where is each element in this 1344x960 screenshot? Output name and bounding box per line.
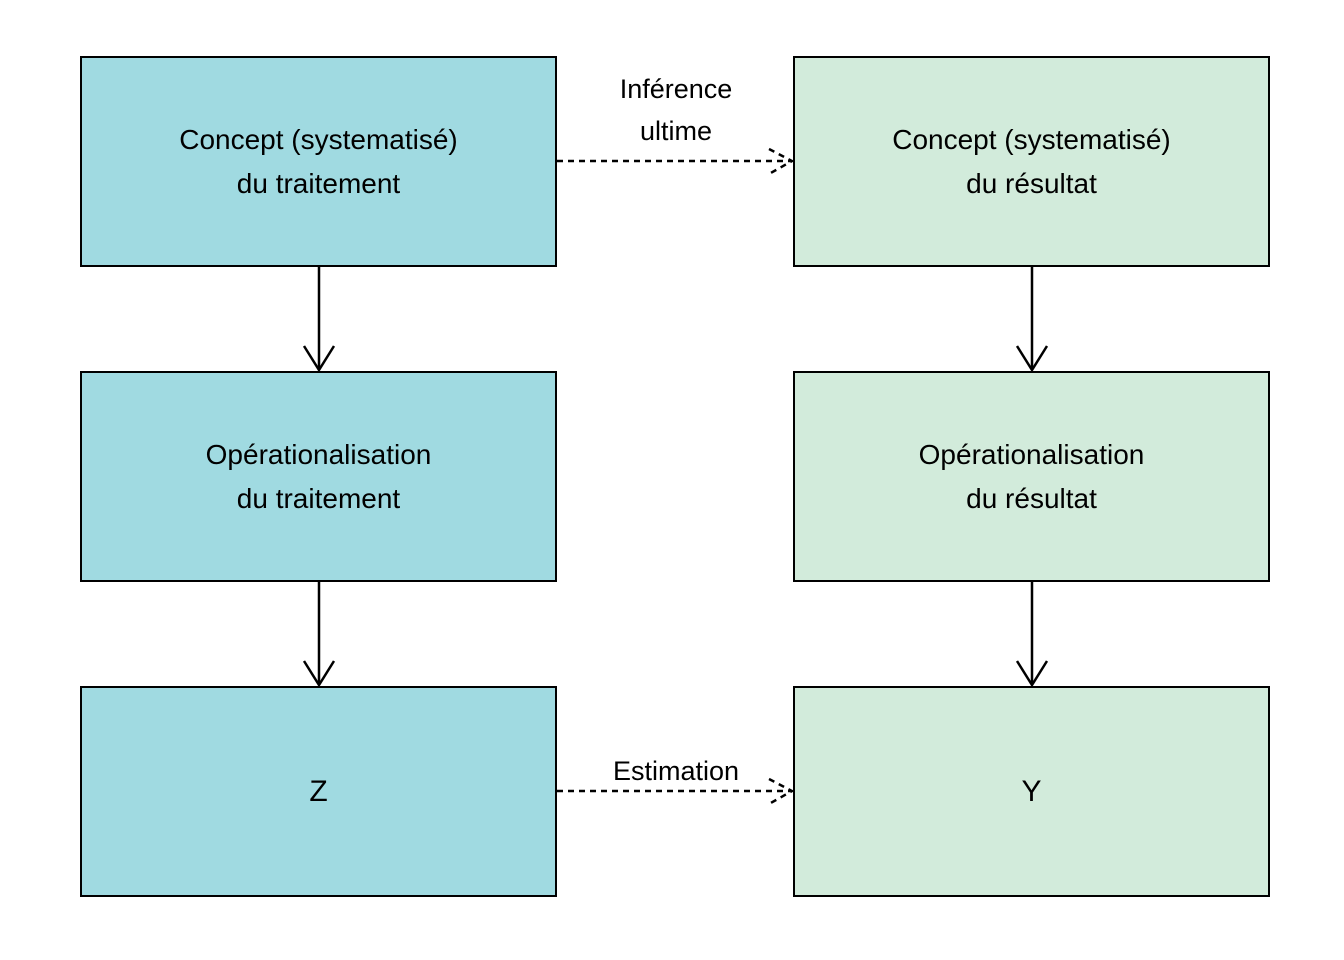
box-concept-treatment-line2: du traitement xyxy=(236,167,401,199)
edge-label-estimation: Estimation xyxy=(576,750,776,792)
box-concept-outcome-line1: Concept (systematisé) xyxy=(892,123,1171,155)
box-y-label: Y xyxy=(1021,774,1042,808)
edge-label-estimation-text: Estimation xyxy=(612,756,740,786)
box-op-treatment-line1: Opérationalisation xyxy=(205,438,432,470)
arrow-concept-to-op-outcome xyxy=(1015,266,1049,373)
box-concept-treatment: Concept (systematisé) du traitement xyxy=(80,56,557,267)
box-concept-treatment-line1: Concept (systematisé) xyxy=(179,123,458,155)
arrow-concept-to-op-treatment xyxy=(302,266,336,373)
edge-label-inference: Inférence ultime xyxy=(576,68,776,152)
box-y: Y xyxy=(793,686,1270,897)
box-op-outcome-line1: Opérationalisation xyxy=(918,438,1145,470)
box-op-treatment-line2: du traitement xyxy=(236,482,401,514)
arrow-op-to-z xyxy=(302,581,336,688)
box-concept-outcome: Concept (systematisé) du résultat xyxy=(793,56,1270,267)
arrow-inference-dashed xyxy=(557,147,795,176)
arrow-op-to-y xyxy=(1015,581,1049,688)
edge-label-inference-line2: ultime xyxy=(639,116,713,146)
box-z-label: Z xyxy=(309,774,328,808)
box-z: Z xyxy=(80,686,557,897)
box-op-outcome-line2: du résultat xyxy=(966,482,1097,514)
edge-label-inference-line1: Inférence xyxy=(619,74,733,104)
arrow-estimation-dashed xyxy=(557,777,795,806)
box-concept-outcome-line2: du résultat xyxy=(966,167,1097,199)
box-op-outcome: Opérationalisation du résultat xyxy=(793,371,1270,582)
box-op-treatment: Opérationalisation du traitement xyxy=(80,371,557,582)
